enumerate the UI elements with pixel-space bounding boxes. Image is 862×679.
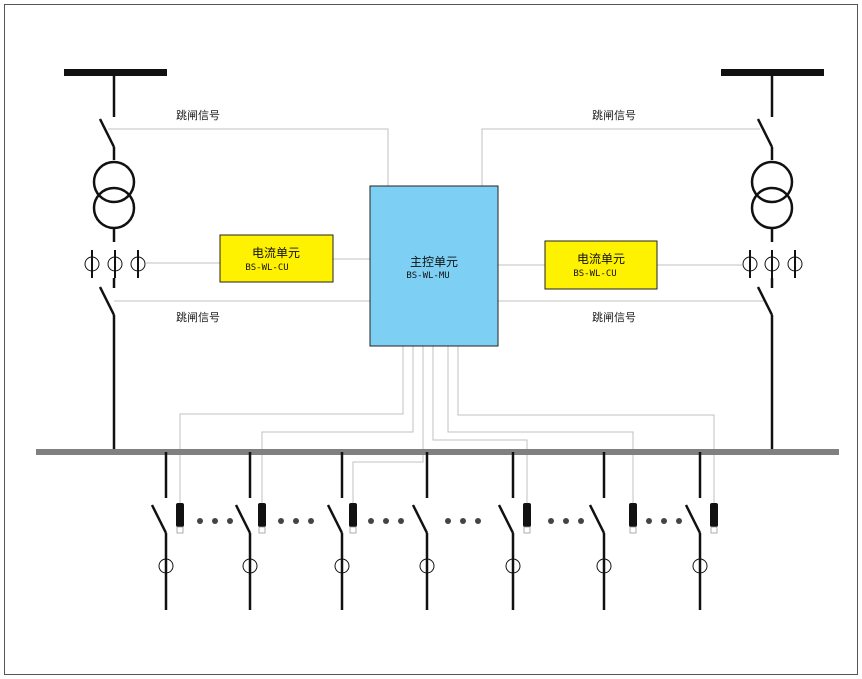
- feeder-switch: [150, 504, 168, 534]
- signal-wires: [108, 128, 766, 503]
- wire-feeder-4: [432, 346, 528, 503]
- ct-icon: [692, 558, 708, 574]
- cu-right-code: BS-WL-CU: [573, 269, 616, 279]
- ct-group-left: [84, 250, 146, 278]
- ct-icon: [505, 558, 521, 574]
- wire-feeder-1: [179, 346, 404, 503]
- feeder-5: [497, 452, 521, 610]
- transformer-right-winding-1: [750, 160, 794, 204]
- transformer-left-winding-2: [92, 186, 136, 230]
- ct-icon: [419, 558, 435, 574]
- top-busbar-right: [721, 69, 824, 76]
- sensor-icon: [349, 503, 357, 534]
- wire-trip-top-left: [108, 128, 389, 186]
- bay-left-switch-top: [98, 118, 116, 148]
- main-unit-code: BS-WL-MU: [406, 271, 449, 281]
- feeder-1: [150, 452, 174, 610]
- feeder-switch: [411, 504, 429, 534]
- feeder-switch: [497, 504, 515, 534]
- trip-signal-label-mid-right: 跳闸信号: [592, 310, 636, 324]
- feeder-4: [411, 452, 435, 610]
- main-unit-title: 主控单元: [410, 255, 458, 269]
- top-busbar-left: [64, 69, 167, 76]
- feeder-7: [684, 452, 708, 610]
- ct-icon: [158, 558, 174, 574]
- feeder-switch: [326, 504, 344, 534]
- feeder-sensors: [176, 503, 718, 534]
- sensor-icon: [176, 503, 184, 534]
- feeder-3: [326, 452, 350, 610]
- wire-feeder-6: [457, 346, 715, 503]
- feeder-switch: [588, 504, 606, 534]
- cu-left-title: 电流单元: [252, 246, 300, 260]
- sensor-icon: [629, 503, 637, 534]
- bay-left-switch-bottom: [98, 286, 116, 316]
- trip-signal-label-top-right: 跳闸信号: [592, 108, 636, 122]
- wire-feeder-2: [261, 346, 414, 503]
- transformer-left-winding-1: [92, 160, 136, 204]
- main-busbar: [36, 449, 839, 455]
- transformer-right-winding-2: [750, 186, 794, 230]
- ct-icon: [334, 558, 350, 574]
- bay-left: [64, 69, 167, 452]
- cu-left-code: BS-WL-CU: [245, 263, 288, 273]
- bay-right: [721, 69, 824, 452]
- ellipsis-dots: [197, 518, 682, 524]
- diagram-frame: [4, 4, 858, 675]
- trip-signal-label-mid-left: 跳闸信号: [176, 310, 220, 324]
- current-unit-left: [219, 234, 334, 283]
- bay-right-switch-bottom: [756, 286, 774, 316]
- main-control-unit: [369, 185, 499, 347]
- feeder-switch: [234, 504, 252, 534]
- ct-icon: [596, 558, 612, 574]
- feeder-2: [234, 452, 258, 610]
- trip-signal-label-top-left: 跳闸信号: [176, 108, 220, 122]
- cu-right-title: 电流单元: [577, 252, 625, 266]
- ct-group-right: [742, 250, 803, 278]
- wire-feeder-3: [352, 346, 424, 503]
- bay-right-switch-top: [756, 118, 774, 148]
- feeder-switch: [684, 504, 702, 534]
- wire-feeder-5: [447, 346, 634, 503]
- current-unit-right: [544, 240, 658, 290]
- sensor-icon: [710, 503, 718, 534]
- wire-trip-top-right: [481, 128, 760, 186]
- ct-icon: [242, 558, 258, 574]
- sensor-icon: [523, 503, 531, 534]
- sensor-icon: [258, 503, 266, 534]
- feeder-6: [588, 452, 612, 610]
